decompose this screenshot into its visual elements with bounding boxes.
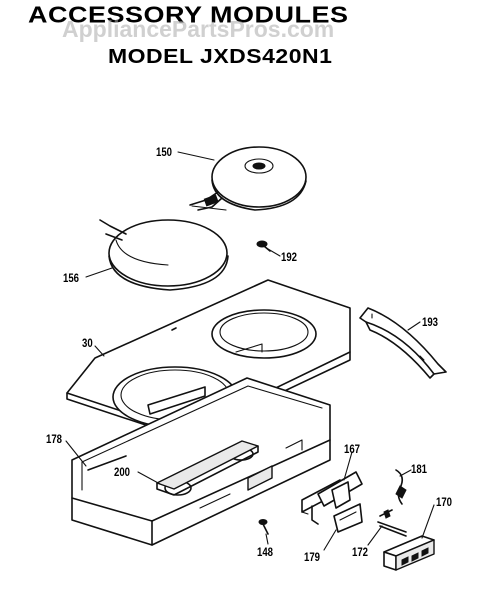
- callout-192: 192: [281, 250, 298, 264]
- callout-156: 156: [63, 271, 80, 285]
- callout-150: 150: [156, 145, 173, 159]
- callout-170: 170: [436, 495, 453, 509]
- callout-181: 181: [411, 462, 428, 476]
- callout-30: 30: [82, 336, 93, 350]
- callout-172: 172: [352, 545, 369, 559]
- callout-179: 179: [304, 550, 321, 564]
- part-156-surface-element[interactable]: [99, 219, 229, 291]
- part-148-screw[interactable]: [258, 519, 269, 535]
- part-200-divider[interactable]: [156, 440, 259, 496]
- part-181-wire[interactable]: [395, 469, 407, 505]
- part-170-terminal-block[interactable]: [383, 535, 435, 571]
- part-167-switch-bracket[interactable]: [301, 471, 363, 525]
- part-172-terminal[interactable]: [377, 509, 407, 537]
- part-192-screw[interactable]: [256, 240, 271, 252]
- callout-200: 200: [114, 465, 131, 479]
- watermark: AppliancePartsPros.com: [62, 16, 335, 42]
- diagram-title: ACCESSORY MODULES: [28, 2, 349, 28]
- model-number: MODEL JXDS420N1: [108, 44, 333, 68]
- callout-193: 193: [422, 315, 439, 329]
- part-179-switch-plate[interactable]: [333, 503, 363, 533]
- callout-167: 167: [344, 442, 361, 456]
- callout-178: 178: [46, 432, 63, 446]
- part-150-surface-element[interactable]: [189, 146, 307, 211]
- callout-148: 148: [257, 545, 274, 559]
- part-193-trim-bracket[interactable]: [359, 307, 447, 379]
- leader-lines: [65, 151, 435, 551]
